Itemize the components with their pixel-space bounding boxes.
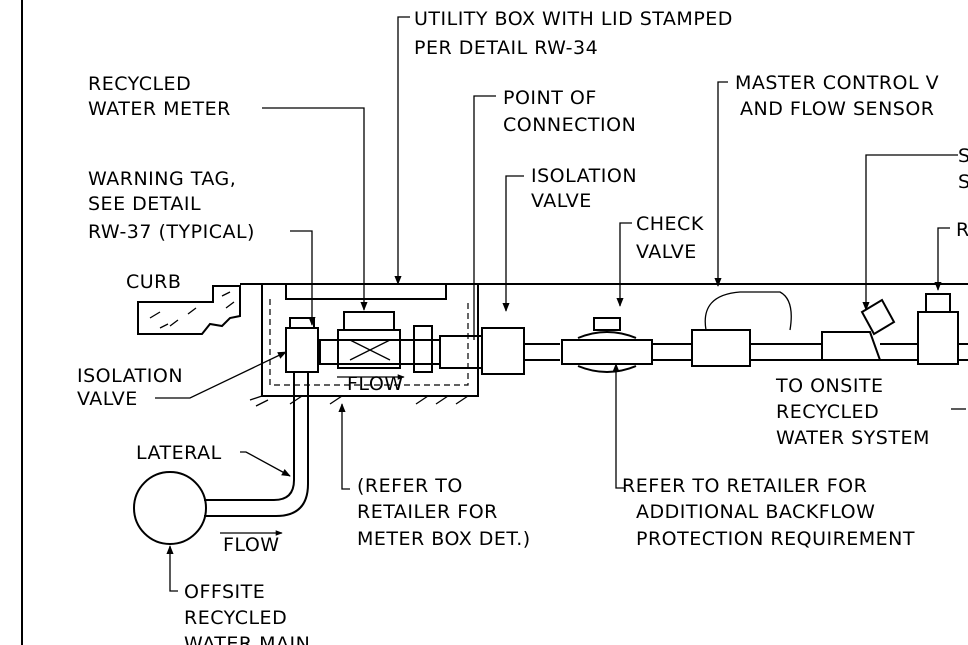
- label-flow-main: FLOW: [223, 534, 280, 556]
- meter-box-line3: METER BOX DET.): [357, 528, 531, 550]
- iso-top-line2: VALVE: [531, 190, 592, 212]
- strainer-line1: S: [958, 145, 968, 167]
- utility-box: [249, 283, 479, 407]
- check-line1: CHECK: [636, 213, 704, 235]
- warning-line1: WARNING TAG,: [88, 168, 236, 190]
- backflow-line3: PROTECTION REQUIREMENT: [636, 528, 915, 550]
- label-lateral: LATERAL: [136, 442, 222, 464]
- isolation-valve-left: [285, 317, 319, 373]
- label-isolation-valve-left: ISOLATION VALVE: [77, 365, 183, 410]
- lateral-pipe: [204, 372, 309, 517]
- curb-shape: [137, 285, 241, 335]
- utility-box-line2: PER DETAIL RW-34: [414, 37, 598, 59]
- meter-box-line1: (REFER TO: [357, 475, 463, 497]
- label-flow-box: FLOW: [347, 373, 404, 395]
- master-line2: AND FLOW SENSOR: [740, 98, 935, 120]
- pipe-run: [319, 291, 968, 375]
- onsite-line3: WATER SYSTEM: [776, 427, 930, 449]
- backflow-line2: ADDITIONAL BACKFLOW: [636, 501, 875, 523]
- meter-line2: WATER METER: [88, 98, 231, 120]
- label-reducer: R: [956, 219, 968, 241]
- check-valve-shape: [577, 317, 637, 373]
- backflow-line1: REFER TO RETAILER FOR: [622, 475, 867, 497]
- label-meter: RECYCLED WATER METER: [88, 73, 231, 120]
- water-meter: [337, 311, 433, 373]
- iso-left-line1: ISOLATION: [77, 365, 183, 387]
- label-check-valve: CHECK VALVE: [636, 213, 704, 263]
- poc-line1: POINT OF: [503, 87, 597, 109]
- strainer-line2: S: [958, 171, 968, 193]
- meter-line1: RECYCLED: [88, 73, 191, 95]
- label-onsite: TO ONSITE RECYCLED WATER SYSTEM: [775, 375, 930, 449]
- label-isolation-valve-top: ISOLATION VALVE: [531, 165, 637, 212]
- label-offsite: OFFSITE RECYCLED WATER MAIN: [184, 581, 310, 645]
- onsite-line2: RECYCLED: [776, 401, 879, 423]
- iso-top-line1: ISOLATION: [531, 165, 637, 187]
- label-backflow: REFER TO RETAILER FOR ADDITIONAL BACKFLO…: [622, 475, 915, 550]
- poc-line2: CONNECTION: [503, 114, 636, 136]
- offsite-line1: OFFSITE: [184, 581, 265, 603]
- label-master-control: MASTER CONTROL V AND FLOW SENSOR: [735, 72, 939, 120]
- warning-line2: SEE DETAIL: [88, 193, 201, 215]
- check-line2: VALVE: [636, 241, 697, 263]
- warning-line3: RW-37 (TYPICAL): [88, 221, 255, 243]
- label-utility-box: UTILITY BOX WITH LID STAMPED PER DETAIL …: [414, 8, 733, 59]
- offsite-line2: RECYCLED: [184, 607, 287, 629]
- leaders: [155, 16, 966, 592]
- meter-box-line2: RETAILER FOR: [357, 501, 498, 523]
- label-curb: CURB: [126, 271, 181, 293]
- offsite-main-circle: [133, 471, 207, 545]
- onsite-line1: TO ONSITE: [775, 375, 884, 397]
- label-point-of-connection: POINT OF CONNECTION: [503, 87, 636, 136]
- utility-box-line1: UTILITY BOX WITH LID STAMPED: [414, 8, 733, 30]
- label-strainer: S S: [958, 145, 968, 193]
- master-line1: MASTER CONTROL V: [735, 72, 939, 94]
- label-meter-box: (REFER TO RETAILER FOR METER BOX DET.): [357, 475, 531, 550]
- label-warning-tag: WARNING TAG, SEE DETAIL RW-37 (TYPICAL): [88, 168, 255, 243]
- iso-left-line2: VALVE: [77, 388, 138, 410]
- offsite-line3: WATER MAIN: [184, 633, 310, 645]
